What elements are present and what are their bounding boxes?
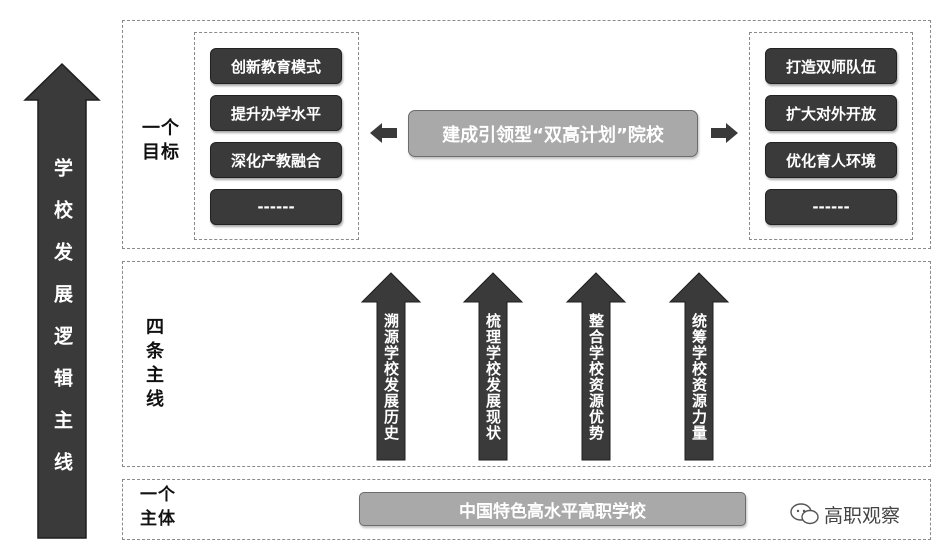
- main-body-section-label: 一个主体: [140, 485, 176, 529]
- mainline-arrow-1-label: 溯源学校发展历史: [382, 313, 400, 441]
- goal-right-item: 扩大对外开放: [765, 95, 897, 131]
- main-body-box: 中国特色高水平高职学校: [359, 492, 746, 526]
- goal-left-item: 深化产教融合: [210, 142, 342, 178]
- mainlines-section-label: 四条主线: [146, 317, 165, 410]
- watermark: 高职观察: [790, 500, 900, 528]
- mainline-arrow-3-label: 整合学校资源优势: [587, 313, 605, 441]
- mainlines-section: [122, 261, 931, 467]
- mainline-arrow-3-shape: [565, 272, 627, 461]
- logic-mainline-label: 学校发展逻辑主线: [51, 158, 73, 494]
- mainline-arrow-2-label: 梳理学校发展现状: [484, 313, 502, 441]
- goal-center-box: 建成引领型“双高计划”院校: [408, 110, 698, 157]
- goal-left-item: 提升办学水平: [210, 95, 342, 131]
- watermark-text: 高职观察: [824, 504, 901, 527]
- mainline-arrow-4-label: 统筹学校资源力量: [690, 313, 708, 441]
- goal-right-item: 打造双师队伍: [765, 48, 897, 84]
- goal-right-item: ------: [765, 189, 897, 225]
- goal-right-item: 优化育人环境: [765, 142, 897, 178]
- wechat-icon: [790, 503, 819, 525]
- goal-left-item: ------: [210, 189, 342, 225]
- mainline-arrow-4-shape: [668, 272, 730, 461]
- mainline-arrow-2-shape: [462, 272, 524, 461]
- goal-section-label: 一个目标: [142, 118, 180, 163]
- mainline-arrow-1-shape: [360, 272, 422, 461]
- goal-left-item: 创新教育模式: [210, 48, 342, 84]
